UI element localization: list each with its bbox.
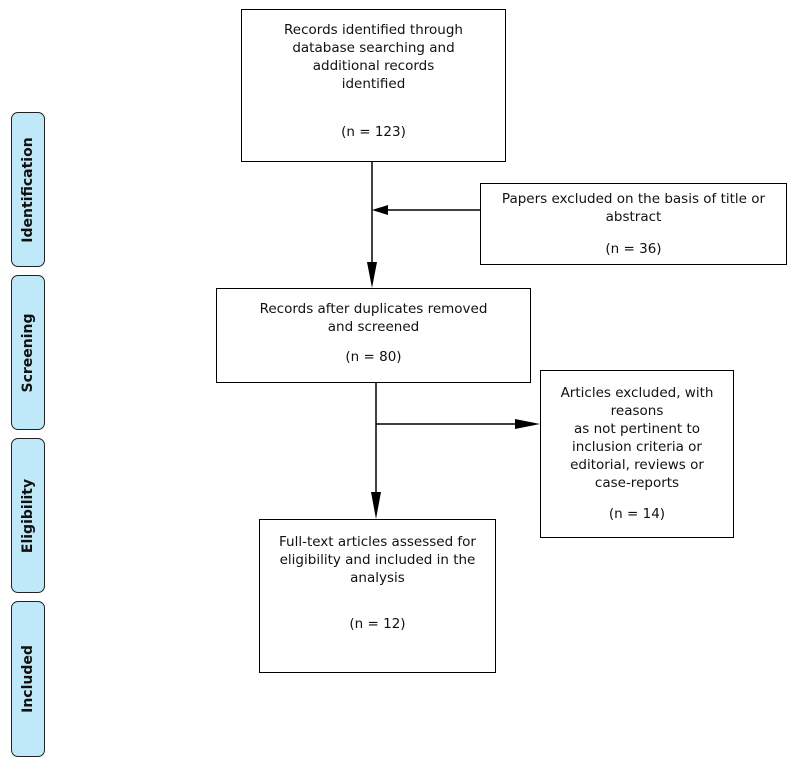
arrowhead-from-excluded-title [372,205,388,215]
stage-screening: Screening [11,275,45,430]
excluded-reasons-count: (n = 14) [608,506,666,522]
identified-line-3: additional records [312,58,435,74]
included-count: (n = 12) [349,616,406,632]
box-articles-excluded-reasons: Articles excluded, with reasons as not p… [540,370,734,538]
identified-line-4: identified [341,76,406,92]
excluded-reasons-line-6: case-reports [594,475,680,491]
identified-line-1: Records identified through [284,22,463,38]
excluded-title-line-2: abstract [605,209,662,225]
screened-count: (n = 80) [345,349,402,365]
stage-identification: Identification [11,112,45,267]
box-records-identified: Records identified through database sear… [241,9,506,162]
box-excluded-title-abstract: Papers excluded on the basis of title or… [480,183,787,265]
excluded-reasons-line-5: editorial, reviews or [570,457,704,473]
identified-count: (n = 123) [341,124,406,140]
included-line-1: Full-text articles assessed for [278,534,476,550]
identified-line-2: database searching and [292,40,455,56]
arrowhead-to-screened [367,262,377,288]
included-line-2: eligibility and included in the [279,552,476,568]
excluded-reasons-line-4: inclusion criteria or [572,439,702,455]
box-records-screened: Records after duplicates removed and scr… [216,288,531,383]
stage-included: Included [11,601,45,757]
excluded-title-count: (n = 36) [605,241,662,257]
excluded-reasons-line-2: reasons [610,403,664,419]
excluded-reasons-line-3: as not pertinent to [573,421,701,437]
included-line-3: analysis [350,570,405,586]
arrowhead-to-included [371,492,381,519]
excluded-title-line-1: Papers excluded on the basis of title or [501,191,766,207]
box-full-text-included: Full-text articles assessed for eligibil… [259,519,496,673]
arrowhead-to-excluded-reasons [515,419,540,429]
screened-line-2: and screened [327,319,420,335]
screened-line-1: Records after duplicates removed [259,301,488,317]
excluded-reasons-line-1: Articles excluded, with [560,385,714,401]
stage-eligibility: Eligibility [11,438,45,593]
